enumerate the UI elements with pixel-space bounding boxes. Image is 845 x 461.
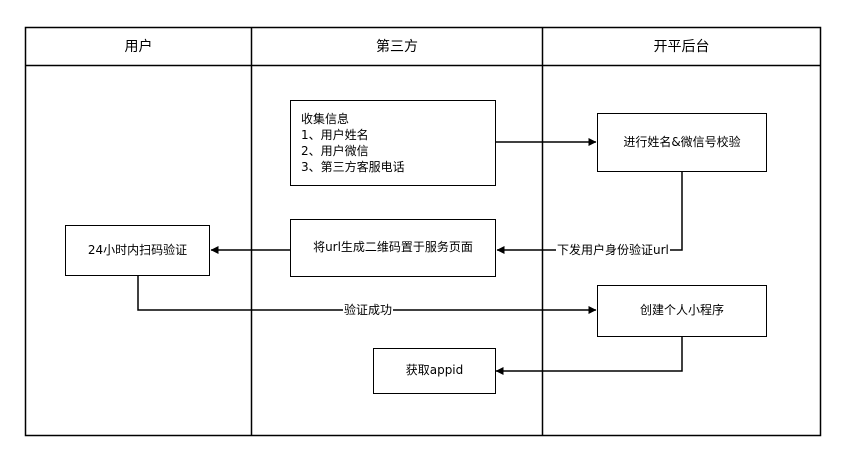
collect-item-name: 1、用户姓名 bbox=[301, 127, 369, 142]
edge-scan-to-create bbox=[137, 276, 597, 314]
edge-label-verify-success: 验证成功 bbox=[343, 303, 394, 317]
node-verify-name-wechat: 进行姓名&微信号校验 bbox=[597, 113, 767, 172]
node-scan-verify: 24小时内扫码验证 bbox=[65, 225, 210, 276]
node-collect-info: 收集信息 1、用户姓名 2、用户微信 3、第三方客服电话 bbox=[290, 100, 496, 186]
collect-title: 收集信息 bbox=[301, 111, 350, 126]
pool-border bbox=[24, 26, 822, 437]
lane-header-platform: 开平后台 bbox=[653, 39, 710, 55]
lane-header-third-party: 第三方 bbox=[376, 39, 418, 55]
collect-item-wechat: 2、用户微信 bbox=[301, 144, 369, 158]
node-qr-service-page: 将url生成二维码置于服务页面 bbox=[290, 219, 496, 277]
edge-label-issue-url: 下发用户身份验证url bbox=[556, 243, 670, 257]
edge-create-to-appid bbox=[495, 337, 683, 375]
node-create-mini-program: 创建个人小程序 bbox=[597, 285, 767, 337]
lane-header-user: 用户 bbox=[124, 39, 153, 55]
node-get-appid: 获取appid bbox=[373, 348, 496, 394]
collect-item-phone: 3、第三方客服电话 bbox=[301, 160, 405, 175]
edge-verify-to-qr bbox=[496, 172, 683, 254]
